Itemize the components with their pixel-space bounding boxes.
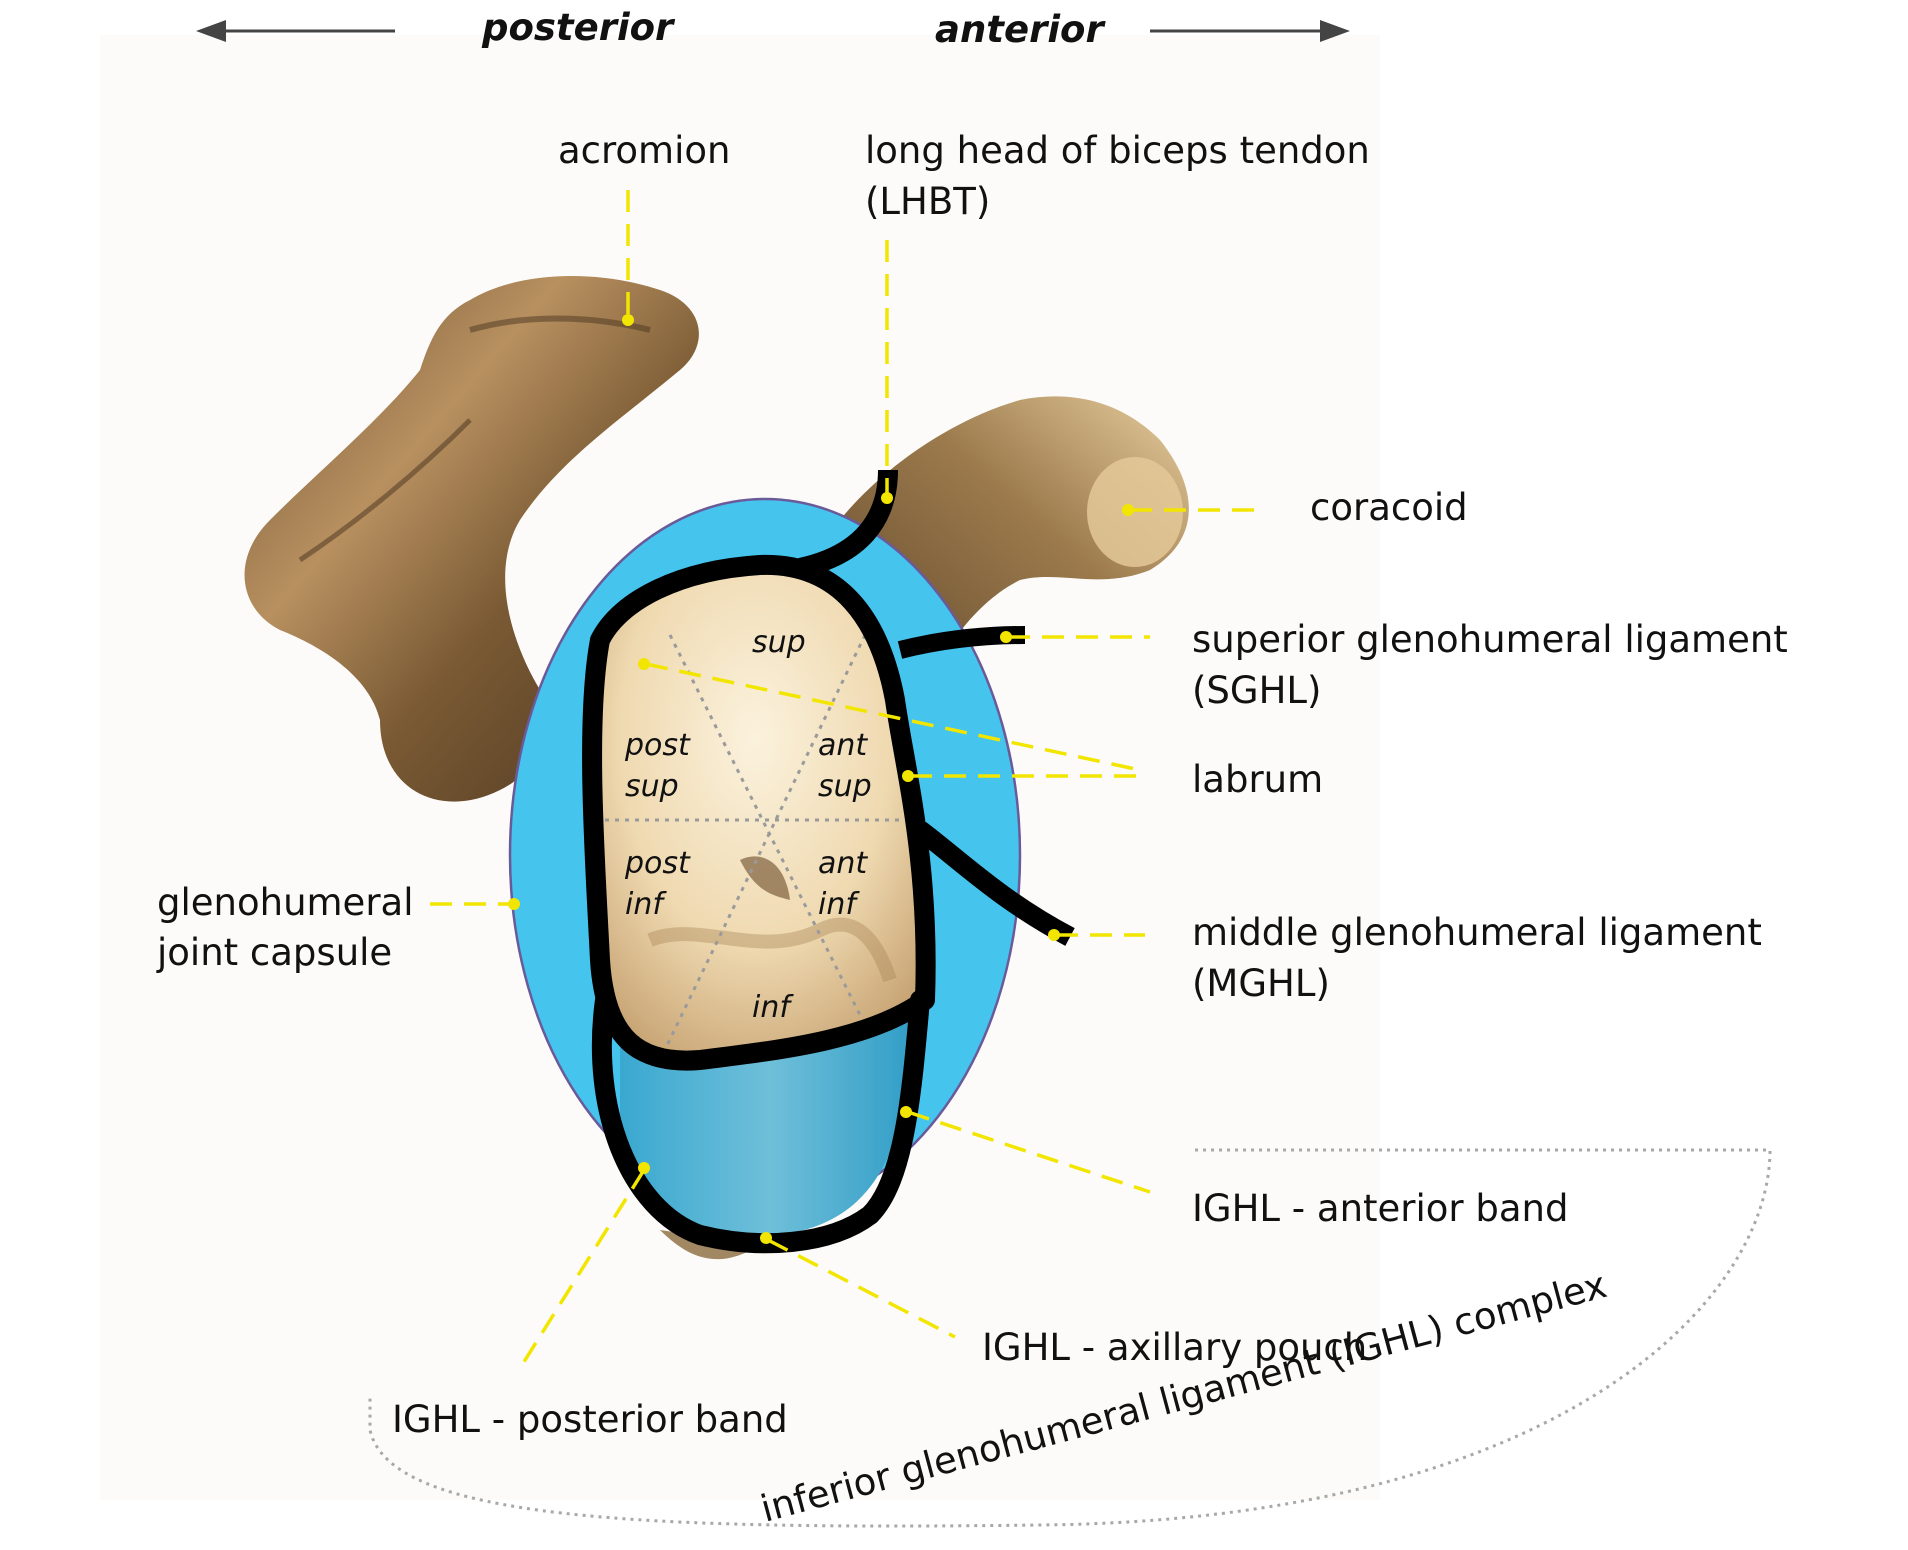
- segment-inf: inf: [752, 990, 794, 1025]
- segment-post-sup-1: post: [624, 728, 691, 763]
- anterior-label: anterior: [935, 8, 1106, 51]
- segment-ant-sup-2: sup: [818, 769, 872, 804]
- acromion-label: acromion: [558, 129, 730, 172]
- posterior-arrow: [196, 20, 395, 42]
- capsule-label-line2: joint capsule: [156, 931, 392, 974]
- segment-ant-sup-1: ant: [818, 728, 868, 763]
- glenoid-fossa: [594, 564, 916, 1061]
- capsule-label-line1: glenohumeral: [157, 881, 414, 924]
- ighl-posterior-band-label: IGHL - posterior band: [392, 1398, 788, 1441]
- segment-post-inf-2: inf: [625, 887, 667, 922]
- acromion-ridge: [469, 315, 651, 333]
- segment-ant-inf-1: ant: [818, 846, 868, 881]
- posterior-label: posterior: [481, 6, 676, 49]
- lhbt-label-line1: long head of biceps tendon: [865, 129, 1370, 172]
- glenoid-notch: [740, 856, 790, 900]
- mghl-label-line2: (MGHL): [1192, 962, 1330, 1005]
- ighl-anterior-band-label: IGHL - anterior band: [1192, 1187, 1569, 1230]
- segment-sup: sup: [752, 625, 806, 660]
- glenoid-texture: [647, 917, 897, 983]
- glenoid-segment-lines: [605, 634, 910, 1061]
- leader-lines: [430, 190, 1265, 1366]
- labrum-label: labrum: [1192, 758, 1323, 801]
- ighl-loop: [591, 990, 930, 1254]
- segment-post-inf-1: post: [624, 846, 691, 881]
- sghl-label-line1: superior glenohumeral ligament: [1192, 618, 1788, 661]
- anterior-arrow: [1150, 20, 1350, 42]
- lhbt-label-line2: (LHBT): [865, 180, 990, 223]
- ighl-axillary-pouch-label: IGHL - axillary pouch: [982, 1326, 1367, 1369]
- segment-post-sup-2: sup: [625, 769, 679, 804]
- coracoid-tip: [1087, 457, 1183, 567]
- mghl-ligament: [913, 822, 1075, 946]
- coracoid-label: coracoid: [1310, 486, 1468, 529]
- ighl-complex-bracket: [368, 1148, 1772, 1528]
- acromion-bone: [244, 276, 699, 802]
- mghl-label-line1: middle glenohumeral ligament: [1192, 911, 1762, 954]
- sghl-label-line2: (SGHL): [1192, 669, 1321, 712]
- acromion-ridge: [298, 418, 472, 563]
- segment-ant-inf-2: inf: [818, 887, 860, 922]
